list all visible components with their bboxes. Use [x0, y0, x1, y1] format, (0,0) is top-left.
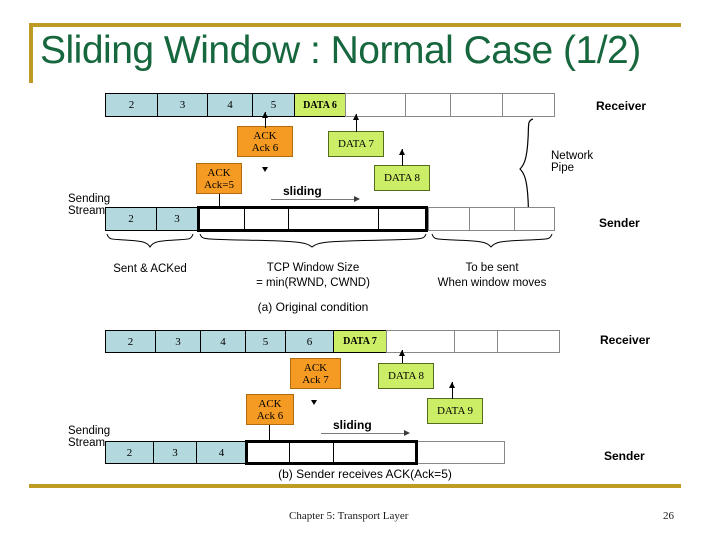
segment-cell: 4 [207, 93, 252, 117]
sliding-arrow [321, 430, 410, 436]
figure-a-sending-stream-label: Sending Stream [68, 193, 111, 217]
footer-chapter-label: Chapter 5: Transport Layer [289, 510, 409, 522]
sliding-tick [311, 400, 317, 405]
message-line1: DATA 8 [387, 370, 425, 382]
segment-cell-window [333, 441, 417, 464]
sliding-tick [262, 167, 268, 172]
segment-cell-empty [454, 330, 497, 353]
figure-b-caption: (b) Sender receives ACK(Ack=5) [278, 467, 452, 481]
figure-a-receiver-stream: 2 3 4 5 DATA 6 [105, 93, 555, 117]
figure-a-sender-label: Sender [599, 216, 640, 230]
data-arrow-up [399, 149, 405, 166]
message-line2: Ack 6 [251, 141, 279, 154]
message-data: DATA 8 [374, 165, 430, 191]
message-line2: Ack=5 [203, 178, 235, 191]
segment-cell-future [428, 207, 469, 231]
figure-b-receiver-label: Receiver [600, 333, 651, 347]
data-arrow-up [353, 114, 359, 132]
segment-cell-empty [345, 93, 405, 117]
ack-arrow-up [262, 112, 268, 128]
page-title: Sliding Window : Normal Case (1/2) [40, 29, 641, 72]
tcp-window-size-label-line2: = min(RWND, CWND) [256, 277, 370, 289]
message-ack: ACK Ack 6 [246, 394, 294, 425]
segment-cell-window [244, 207, 288, 231]
segment-cell-window [197, 207, 244, 231]
figure-b-sending-stream-label: Sending Stream [68, 425, 111, 449]
message-line2: Ack 7 [302, 373, 329, 386]
segment-cell-future [417, 441, 505, 464]
figure-a-network-pipe-label: Network Pipe [551, 150, 594, 174]
tcp-window-size-label-line1: TCP Window Size [266, 262, 360, 274]
message-line2: Ack 6 [256, 409, 284, 422]
figure-b-sender-label: Sender [604, 449, 645, 463]
segment-cell: 3 [155, 330, 200, 353]
segment-cell-future [469, 207, 514, 231]
message-line1: DATA 8 [383, 172, 421, 184]
message-line1: ACK [303, 361, 328, 374]
segment-cell-window [288, 207, 378, 231]
segment-cell-empty [502, 93, 555, 117]
figure-a-receiver-label: Receiver [596, 99, 647, 113]
segment-cell-empty [405, 93, 450, 117]
segment-cell-acked: 2 [105, 207, 156, 231]
message-ack: ACK Ack=5 [196, 163, 242, 194]
footer-page-number: 26 [663, 510, 674, 522]
message-line1: ACK [207, 166, 231, 179]
figure-a-sender-stream: 2 3 [105, 207, 555, 231]
segment-cell: 5 [245, 330, 285, 353]
slide-top-rule [29, 23, 681, 27]
message-ack: ACK Ack 7 [290, 358, 341, 389]
to-be-sent-brace [430, 232, 554, 248]
message-data: DATA 8 [378, 363, 434, 389]
message-data: DATA 9 [427, 398, 483, 424]
segment-cell-acked: 3 [153, 441, 196, 464]
message-line1: DATA 7 [337, 138, 375, 150]
figure-a-sliding-label: sliding [283, 184, 322, 198]
tcp-window-brace [198, 232, 428, 248]
segment-cell: 4 [200, 330, 245, 353]
figure-b-sender-stream: 2 3 4 [105, 441, 505, 464]
message-data: DATA 7 [328, 131, 384, 157]
message-ack: ACK Ack 6 [237, 126, 293, 157]
segment-cell-window [378, 207, 428, 231]
segment-cell-inflight: DATA 7 [333, 330, 386, 353]
segment-cell: 6 [285, 330, 333, 353]
data-arrow-up [449, 382, 455, 399]
segment-cell-acked: 3 [156, 207, 197, 231]
sent-acked-label: Sent & ACKed [113, 263, 187, 275]
figure-b-receiver-stream: 2 3 4 5 6 DATA 7 [105, 330, 560, 353]
segment-cell-inflight: DATA 6 [294, 93, 345, 117]
message-line1: ACK [258, 397, 282, 410]
segment-cell-empty [497, 330, 560, 353]
ack-arrow-down [266, 425, 272, 447]
segment-cell-empty [450, 93, 502, 117]
sliding-arrow [271, 196, 360, 202]
segment-cell-empty [386, 330, 454, 353]
ack-arrow-up [399, 350, 405, 366]
segment-cell-window [246, 441, 289, 464]
segment-cell-window [289, 441, 333, 464]
to-be-sent-label-line2: When window moves [437, 277, 547, 289]
message-line1: ACK [253, 129, 277, 142]
message-line1: DATA 9 [436, 405, 474, 417]
slide-left-rule [29, 23, 33, 83]
segment-cell: 2 [105, 93, 157, 117]
segment-cell: 3 [157, 93, 207, 117]
segment-cell-acked: 2 [105, 441, 153, 464]
figure-a-caption: (a) Original condition [257, 300, 369, 314]
segment-cell: 5 [252, 93, 294, 117]
sent-acked-brace [105, 232, 195, 248]
figure-b-sliding-label: sliding [333, 418, 372, 432]
segment-cell-future [514, 207, 555, 231]
segment-cell-acked: 4 [196, 441, 246, 464]
to-be-sent-label-line1: To be sent [465, 262, 519, 274]
segment-cell: 2 [105, 330, 155, 353]
slide-bottom-rule [29, 484, 681, 488]
